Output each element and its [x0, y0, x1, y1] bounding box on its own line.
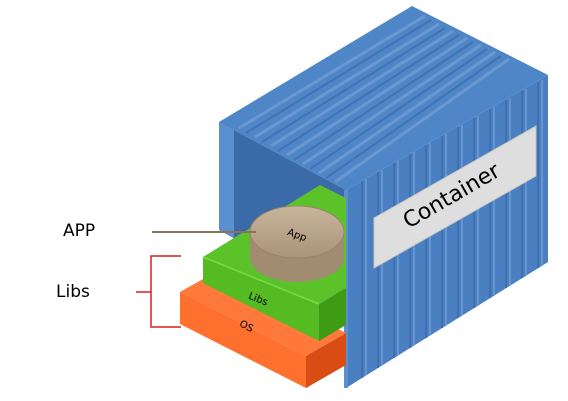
container-top-ridge-shadows: [245, 19, 502, 179]
container-door-frame: [219, 122, 234, 238]
container-label-panel: [373, 125, 537, 269]
annotations: APP Libs: [56, 221, 256, 328]
libs-bracket: [136, 255, 181, 328]
libs-layer-front: [203, 257, 319, 341]
container-side-ridge-highlights: [365, 80, 543, 375]
container-top-ridges: [238, 14, 510, 184]
app-layer: App: [249, 205, 345, 282]
os-layer-front: [180, 292, 306, 388]
container-side-ridges: [361, 82, 539, 378]
app-annotation-label: APP: [63, 221, 95, 241]
libs-annotation-label: Libs: [56, 282, 90, 302]
os-layer-side: [306, 333, 346, 388]
libs-layer-edge: [202, 256, 320, 305]
libs-layer-side: [319, 288, 346, 341]
